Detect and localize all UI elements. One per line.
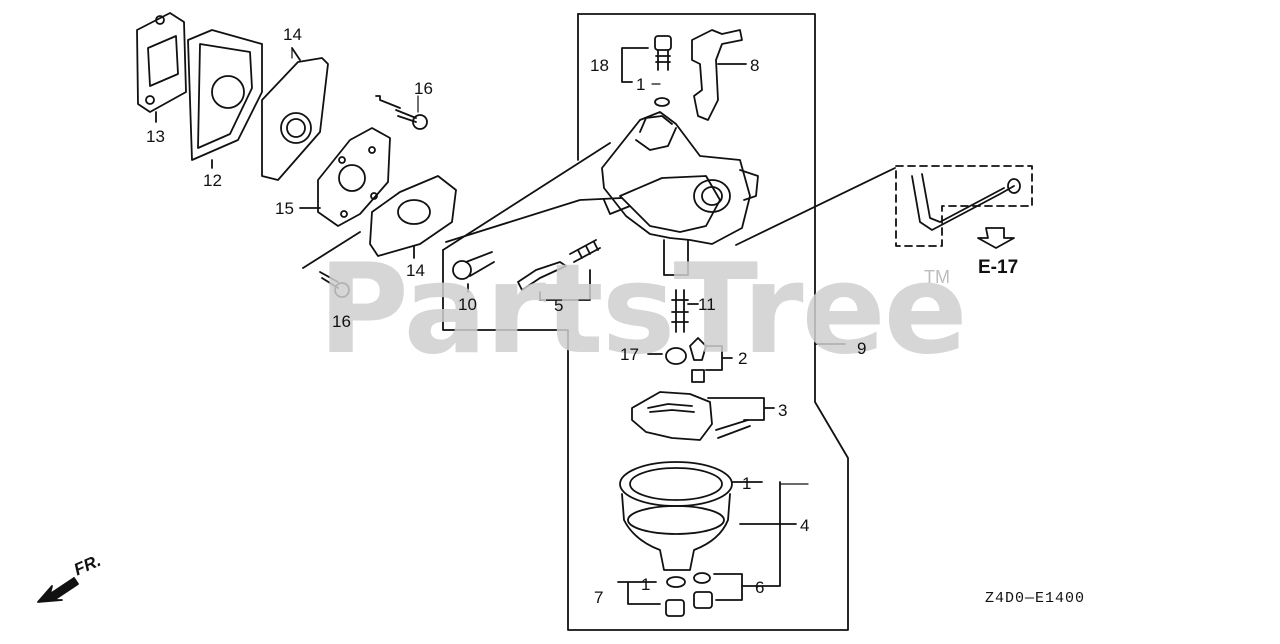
jet-17-part [665,347,687,365]
callout-14-upper: 14 [283,25,302,44]
assembly-boundary-link3 [735,167,896,246]
callout-11: 11 [698,295,716,314]
callout-8: 8 [750,56,760,75]
front-arrow [37,577,79,603]
callout-6: 6 [755,578,765,597]
callout-16-upper: 16 [414,79,433,98]
float-valve-2 [689,337,733,383]
drain-screw-6 [693,572,743,609]
float-3 [631,391,775,441]
reference-e17: E-17 [978,257,1019,278]
callout-1-bowl: 1 [742,474,752,493]
gasket-14-lower [369,175,457,259]
gasket-14-upper [261,47,329,181]
callout-9: 9 [857,339,867,358]
screw-10 [452,251,495,293]
callout-4: 4 [800,516,810,535]
callout-17: 17 [620,345,639,364]
watermark-brand: PartsTree [318,238,968,382]
callout-7: 7 [594,588,604,607]
leader-lines [291,47,809,485]
callout-16-lower: 16 [332,312,351,331]
callout-3: 3 [778,401,788,420]
callout-2: 2 [738,349,748,368]
pilot-screw-5 [445,197,623,301]
gasket-13 [136,12,187,123]
callout-10: 10 [458,295,477,314]
assembly-boundary [442,13,849,631]
carburetor-body [601,111,759,276]
callout-1-top: 1 [636,75,646,94]
choke-lever-8 [691,29,747,121]
drain-bolt-7 [617,576,686,617]
bolt-16-upper [375,95,428,130]
bolt-16-lower [302,231,361,298]
callout-1-bottom: 1 [641,575,651,594]
diagram-code: Z4D0—E1400 [985,590,1086,607]
screw-18 [621,35,672,107]
callout-12: 12 [203,171,222,190]
insulator-plate-12 [187,29,263,169]
watermark-trademark: TM [924,267,950,287]
main-jet-11 [647,289,699,365]
callout-5: 5 [554,296,564,315]
assembly-boundary-link [442,142,611,251]
callout-13: 13 [146,127,165,146]
insulator-15 [299,127,391,227]
callout-15: 15 [275,199,294,218]
float-chamber-4 [619,461,797,587]
callout-18: 18 [590,56,609,75]
fuel-tube-reference [895,165,1033,249]
callout-14-lower: 14 [406,261,425,280]
